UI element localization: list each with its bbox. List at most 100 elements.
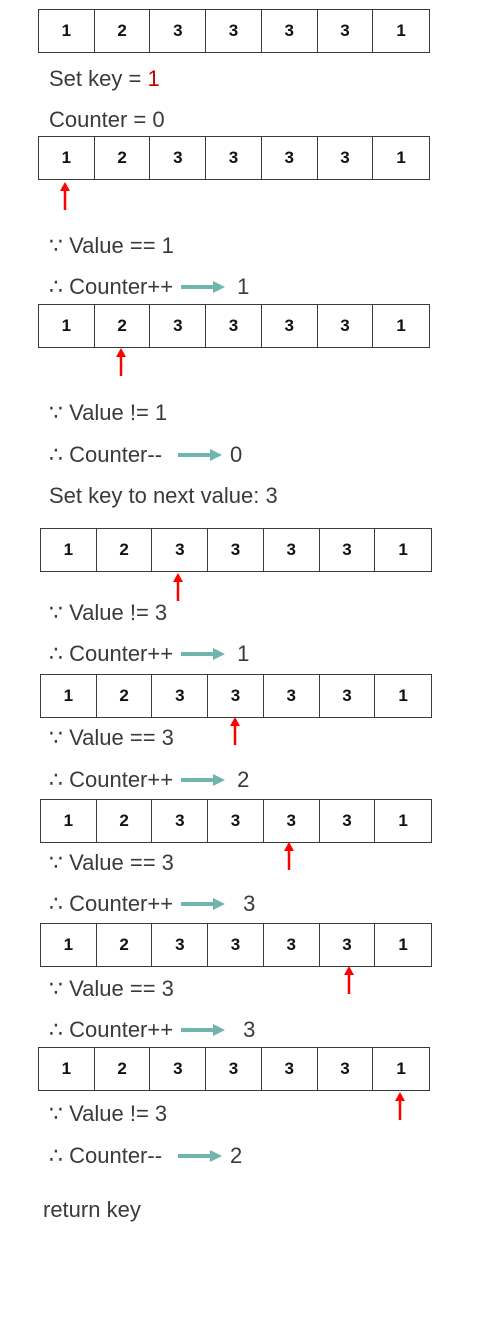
step-3-therefore: ∴ Counter++ 1 <box>49 641 249 667</box>
array-cell: 1 <box>396 316 406 335</box>
step-2-result: 0 <box>230 442 243 467</box>
step-1-therefore: ∴ Counter++ 1 <box>49 274 249 300</box>
step-2-because: ∵ Value != 1 <box>49 400 168 425</box>
array-cell: 3 <box>262 305 318 347</box>
array-cell: 3 <box>320 529 376 571</box>
step-6-result: 3 <box>243 1017 256 1042</box>
array-cell: 3 <box>152 800 209 842</box>
teal-arrow-icon <box>181 1024 226 1036</box>
array-cell: 3 <box>318 10 374 52</box>
step-5-therefore-label: ∴ Counter++ <box>49 891 174 916</box>
return-key-text: return key <box>43 1197 141 1222</box>
pointer-arrow-step-5 <box>284 842 294 870</box>
array-cell: 3 <box>208 675 264 717</box>
array-cell: 1 <box>396 1059 406 1078</box>
array-cell: 1 <box>398 811 408 830</box>
step-5-therefore: ∴ Counter++ 3 <box>49 891 255 917</box>
array-cell: 3 <box>150 305 207 347</box>
teal-arrow-icon <box>178 449 223 461</box>
step-4-result: 2 <box>237 767 250 792</box>
step-4-therefore-label: ∴ Counter++ <box>49 767 174 792</box>
pointer-arrow-step-4 <box>230 717 240 745</box>
array-cell: 3 <box>318 1048 374 1090</box>
array-cell: 3 <box>264 675 320 717</box>
array-cell: 3 <box>150 137 207 179</box>
array-cell: 1 <box>39 1048 95 1090</box>
array-cell: 1 <box>41 675 97 717</box>
pointer-arrow-step-2 <box>116 348 126 376</box>
step-7-result: 2 <box>230 1143 243 1168</box>
set-next-key-text: Set key to next value: 3 <box>49 483 278 508</box>
step-6-therefore: ∴ Counter++ 3 <box>49 1017 255 1043</box>
array-cell: 3 <box>206 137 262 179</box>
array-cell: 3 <box>150 1048 207 1090</box>
array-cell: 1 <box>398 540 408 559</box>
array-cell: 3 <box>318 305 374 347</box>
array-cell: 3 <box>264 924 320 966</box>
array-cell: 1 <box>41 924 97 966</box>
array-cell: 2 <box>97 924 153 966</box>
step-7-therefore: ∴ Counter-- 2 <box>49 1143 242 1169</box>
pointer-arrow-step-7 <box>395 1092 405 1120</box>
array-cell: 1 <box>396 148 406 167</box>
teal-arrow-icon <box>181 648 226 660</box>
step-3-therefore-label: ∴ Counter++ <box>49 641 174 666</box>
teal-arrow-icon <box>181 281 226 293</box>
array-cell: 2 <box>95 305 151 347</box>
step-2-therefore: ∴ Counter-- 0 <box>49 442 242 468</box>
teal-arrow-icon <box>178 1150 223 1162</box>
array-cell: 2 <box>95 137 151 179</box>
teal-arrow-icon <box>181 774 226 786</box>
array-cell: 3 <box>264 529 320 571</box>
array-cell: 3 <box>208 924 264 966</box>
step-5-because: ∵ Value == 3 <box>49 850 174 875</box>
array-cell: 2 <box>95 10 151 52</box>
counter-init-text: Counter = 0 <box>49 107 165 132</box>
pointer-arrow-step-6 <box>344 966 354 994</box>
set-key-text: Set key = 1 <box>49 66 160 92</box>
step-1-therefore-label: ∴ Counter++ <box>49 274 174 299</box>
array-cell: 1 <box>398 686 408 705</box>
array-cell: 1 <box>398 935 408 954</box>
array-cell: 1 <box>396 21 406 40</box>
array-cell: 3 <box>262 137 318 179</box>
set-key-value: 1 <box>147 66 160 91</box>
step-1-result: 1 <box>237 274 250 299</box>
array-cell: 2 <box>95 1048 151 1090</box>
array-cell: 3 <box>320 800 376 842</box>
step-3-result: 1 <box>237 641 250 666</box>
step-7-because: ∵ Value != 3 <box>49 1101 168 1126</box>
array-cell: 3 <box>318 137 374 179</box>
array-cell: 3 <box>152 924 209 966</box>
step-6-because: ∵ Value == 3 <box>49 976 174 1001</box>
array-cell: 3 <box>206 1048 262 1090</box>
array-cell: 1 <box>39 10 95 52</box>
array-cell: 2 <box>97 529 153 571</box>
array-cell: 3 <box>262 10 318 52</box>
array-cell: 3 <box>206 305 262 347</box>
array-cell: 1 <box>41 529 97 571</box>
pointer-arrow-step-1 <box>60 182 70 210</box>
array-cell: 3 <box>264 800 320 842</box>
array-cell: 3 <box>206 10 262 52</box>
teal-arrow-icon <box>181 898 226 910</box>
array-cell: 3 <box>262 1048 318 1090</box>
step-1-because: ∵ Value == 1 <box>49 233 174 258</box>
step-5-result: 3 <box>243 891 256 916</box>
array-cell: 1 <box>41 800 97 842</box>
array-cell: 1 <box>39 137 95 179</box>
pointer-arrow-step-3 <box>173 573 183 601</box>
set-key-label: Set key = <box>49 66 148 91</box>
array-cell: 2 <box>97 800 153 842</box>
array-cell: 3 <box>152 675 209 717</box>
step-4-therefore: ∴ Counter++ 2 <box>49 767 249 793</box>
step-4-because: ∵ Value == 3 <box>49 725 174 750</box>
array-cell: 1 <box>39 305 95 347</box>
